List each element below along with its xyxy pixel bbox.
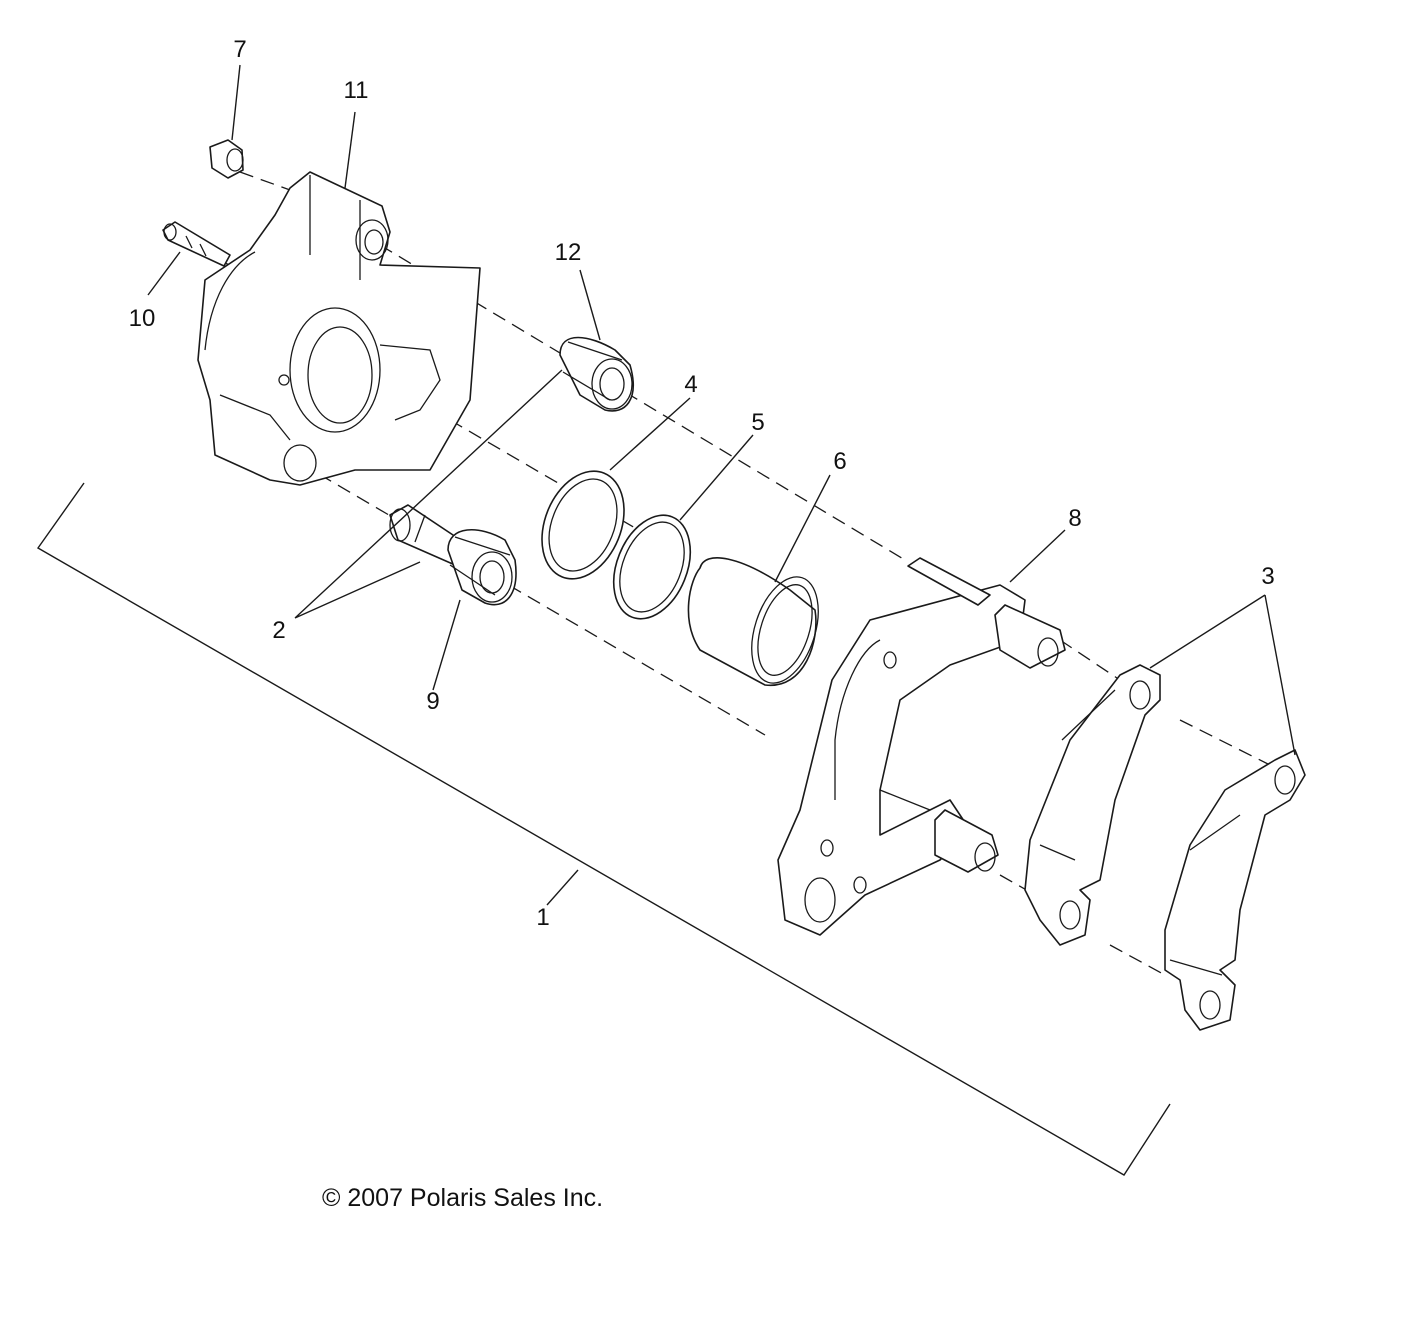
- copyright-symbol: ©: [322, 1184, 341, 1212]
- callout-7: 7: [233, 36, 246, 63]
- callout-6: 6: [833, 448, 846, 475]
- callout-11: 11: [344, 77, 369, 104]
- callout-2: 2: [272, 617, 285, 644]
- dust-seal-ring: [612, 514, 692, 620]
- caliper-body: [197, 171, 481, 486]
- callout-4: 4: [684, 371, 697, 398]
- callout-10: 10: [129, 305, 156, 332]
- copyright-text: 2007 Polaris Sales Inc.: [347, 1184, 604, 1212]
- caliper-piston: [687, 557, 819, 686]
- assembly-bracket: [36, 482, 1171, 1176]
- callout-1: 1: [536, 904, 549, 931]
- callout-9: 9: [426, 688, 439, 715]
- bleeder-cap: [209, 139, 244, 179]
- callout-8: 8: [1068, 505, 1081, 532]
- lower-pin-boot: [447, 529, 517, 606]
- callout-leaders: [147, 64, 1296, 756]
- upper-pin-boot: [559, 336, 634, 412]
- callout-labels: 1 2 3 4 5 6 7 8 9 10 11 12: [129, 36, 1275, 931]
- brake-pad-front: [1024, 664, 1161, 946]
- piston-seal-ring: [541, 470, 625, 580]
- copyright-notice: © 2007 Polaris Sales Inc.: [322, 1184, 603, 1213]
- bleeder-screw: [162, 221, 231, 267]
- brake-pad-rear: [1164, 749, 1306, 1031]
- callout-12: 12: [555, 239, 582, 266]
- callout-3: 3: [1261, 563, 1274, 590]
- mounting-bracket: [777, 557, 1066, 936]
- callout-5: 5: [751, 409, 764, 436]
